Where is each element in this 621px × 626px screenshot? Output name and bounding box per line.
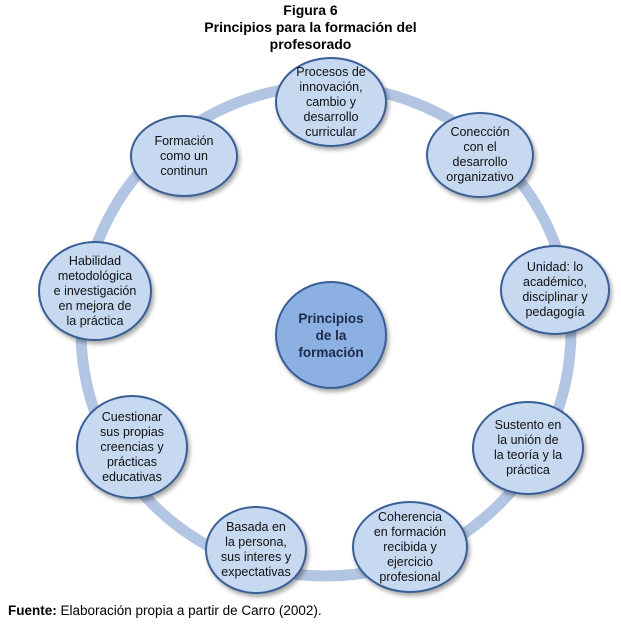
node-coherencia: Coherencia en formación recibida y ejerc…: [352, 501, 468, 593]
node-conexion-organizativo: Conección con el desarrollo organizativo: [426, 112, 534, 198]
center-node: Principios de la formación: [275, 281, 387, 389]
node-label: Procesos de innovación, cambio y desarro…: [296, 64, 366, 139]
figure-title-line-1: Principios para la formación del: [204, 19, 417, 35]
source-text: Elaboración propia a partir de Carro (20…: [56, 603, 322, 618]
source-caption: Fuente: Elaboración propia a partir de C…: [8, 603, 322, 618]
node-label: Conección con el desarrollo organizativo: [446, 125, 514, 184]
node-unidad: Unidad: lo académico, disciplinar y peda…: [500, 245, 610, 335]
node-label: Basada en la persona, sus interes y expe…: [220, 520, 292, 579]
figure-label: Figura 6: [283, 2, 338, 18]
node-label: Unidad: lo académico, disciplinar y peda…: [522, 260, 588, 319]
node-basada-persona: Basada en la persona, sus interes y expe…: [205, 506, 307, 594]
node-habilidad-metodologica: Habilidad metodológica e investigación e…: [38, 241, 152, 341]
node-formacion-continun: Formación como un continun: [130, 115, 238, 197]
source-prefix: Fuente:: [8, 603, 57, 618]
node-label: Habilidad metodológica e investigación e…: [53, 253, 137, 328]
node-sustento-teoria-practica: Sustento en la unión de la teoría y la p…: [472, 401, 584, 495]
node-label: Sustento en la unión de la teoría y la p…: [493, 418, 563, 477]
center-node-label: Principios de la formación: [298, 310, 364, 360]
node-cuestionar-creencias: Cuestionar sus propias creencias y práct…: [76, 395, 188, 499]
node-label: Formación como un continun: [154, 133, 214, 178]
figure-title-line-2: profesorado: [269, 36, 352, 52]
node-innovacion: Procesos de innovación, cambio y desarro…: [275, 57, 387, 147]
node-label: Coherencia en formación recibida y ejerc…: [373, 509, 447, 584]
node-label: Cuestionar sus propias creencias y práct…: [100, 409, 164, 484]
